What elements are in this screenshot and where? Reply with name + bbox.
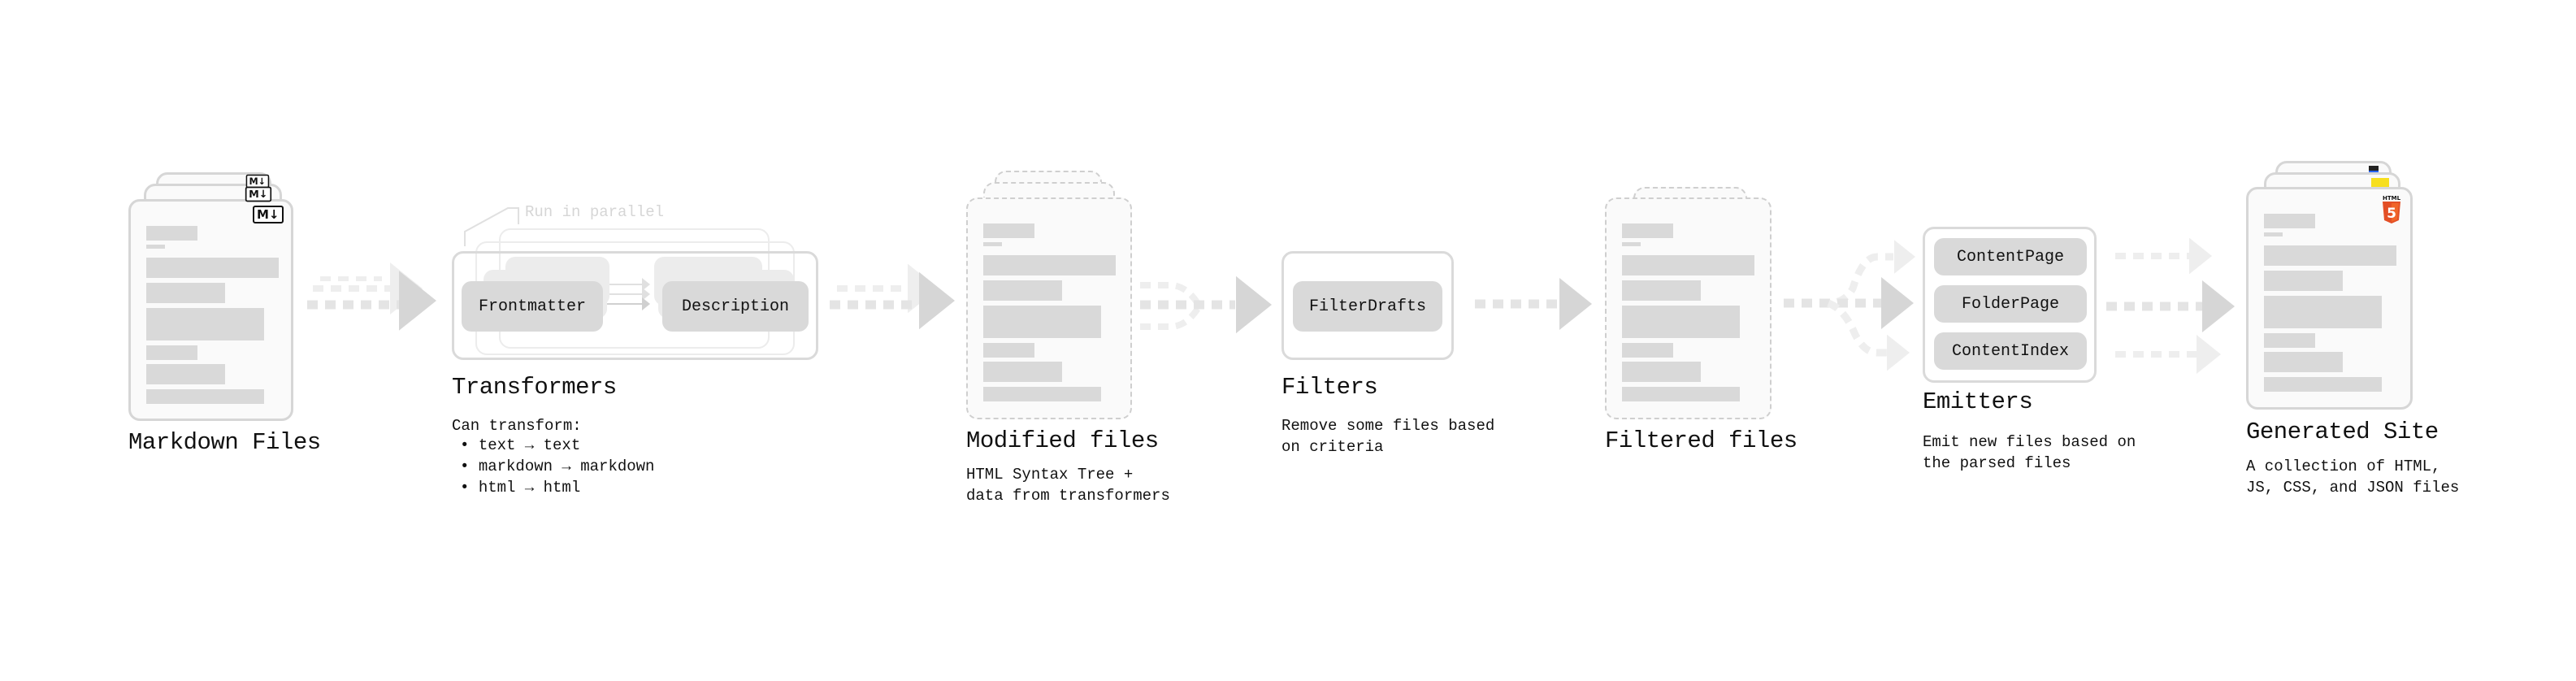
placeholder-line [2264, 271, 2343, 291]
plugin-contentindex[interactable]: ContentIndex [1934, 332, 2087, 370]
placeholder-line [146, 226, 197, 241]
filters-title: Filters [1281, 374, 1378, 401]
placeholder-line [2264, 232, 2283, 236]
filtered-files-title: Filtered files [1605, 427, 1798, 454]
arrow-head [1887, 334, 1910, 371]
arrow-head [2202, 280, 2235, 332]
placeholder-line [2264, 352, 2343, 372]
arrow-head [642, 297, 650, 310]
transform-item: • markdown → markdown [460, 458, 655, 475]
arrow-dashed-line [1140, 305, 1202, 330]
placeholder-line [146, 283, 225, 303]
markdown-files-title: Markdown Files [128, 429, 321, 456]
placeholder-line [983, 255, 1116, 275]
arrow-head [1559, 278, 1592, 330]
placeholder-line [1622, 255, 1754, 275]
transform-item-text: text → text [478, 436, 581, 454]
markdown-file [128, 199, 293, 421]
description-line: HTML Syntax Tree + [966, 466, 1134, 484]
plugin-contentpage[interactable]: ContentPage [1934, 238, 2087, 275]
placeholder-line [146, 258, 279, 278]
placeholder-line [146, 345, 197, 360]
arrow-dashed-line [1784, 253, 1893, 307]
description-line: Emit new files based on [1923, 433, 2136, 451]
transformers-description: Can transform: [452, 417, 582, 435]
arrow-head [2197, 335, 2221, 374]
placeholder-line [1622, 362, 1701, 382]
placeholder-line [1622, 223, 1673, 238]
placeholder-line [1622, 387, 1740, 401]
arrow-head [1236, 275, 1272, 334]
parallel-label: Run in parallel [525, 203, 665, 221]
parallel-bracket [464, 207, 519, 246]
placeholder-line [1622, 242, 1641, 246]
placeholder-line [983, 280, 1062, 301]
description-line: the parsed files [1923, 454, 2071, 472]
generated-site-title: Generated Site [2246, 419, 2439, 445]
description-line: on criteria [1281, 438, 1384, 456]
transform-item: • html → html [460, 479, 581, 497]
modified-files-title: Modified files [966, 427, 1159, 454]
transform-item: • text → text [460, 436, 581, 454]
placeholder-line [146, 364, 225, 384]
description-line: A collection of HTML, [2246, 458, 2441, 475]
html5-icon: HTML 5 [2382, 195, 2401, 228]
transform-item-text: html → html [478, 479, 581, 497]
placeholder-line [983, 242, 1002, 246]
placeholder-line [2264, 333, 2315, 348]
arrow-head [642, 278, 650, 291]
emitters-title: Emitters [1923, 388, 2033, 415]
placeholder-line [2264, 377, 2382, 392]
transform-item-text: markdown → markdown [478, 458, 655, 475]
arrow-head [1881, 277, 1914, 329]
transformers-box [452, 251, 818, 360]
filters-description: Remove some files based on criteria [1281, 415, 1494, 458]
js-icon [2371, 178, 2389, 189]
css-icon [2369, 166, 2379, 172]
markdown-icon: M↓ [245, 186, 271, 202]
arrow-head [642, 288, 650, 301]
description-line: JS, CSS, and JSON files [2246, 479, 2460, 497]
placeholder-line [983, 223, 1034, 238]
arrow-dashed-line [1827, 299, 1893, 357]
html5-label: HTML [2382, 195, 2401, 202]
html5-shield-icon: 5 [2383, 202, 2400, 223]
placeholder-line [983, 343, 1034, 358]
placeholder-line [983, 387, 1101, 401]
placeholder-line [2264, 296, 2382, 328]
arrow-head [2189, 237, 2212, 275]
html-file [2246, 187, 2413, 410]
filtered-file [1605, 197, 1772, 419]
markdown-icon: M↓ [253, 206, 284, 223]
placeholder-line [2264, 214, 2315, 228]
modified-files-description: HTML Syntax Tree + data from transformers [966, 464, 1170, 506]
arrow-head [1894, 240, 1915, 274]
placeholder-line [1622, 280, 1701, 301]
svg-text:5: 5 [2387, 206, 2396, 222]
placeholder-line [1622, 343, 1673, 358]
plugin-frontmatter[interactable]: Frontmatter [462, 281, 603, 332]
plugin-folderpage[interactable]: FolderPage [1934, 285, 2087, 323]
placeholder-line [146, 389, 264, 404]
emitters-description: Emit new files based on the parsed files [1923, 432, 2136, 474]
arrow-head [919, 271, 955, 330]
generated-site-description: A collection of HTML, JS, CSS, and JSON f… [2246, 456, 2459, 498]
modified-file [966, 197, 1132, 419]
placeholder-line [146, 308, 264, 340]
description-line: Remove some files based [1281, 417, 1495, 435]
plugin-filterdrafts[interactable]: FilterDrafts [1293, 281, 1442, 332]
placeholder-line [983, 362, 1062, 382]
placeholder-line [2264, 245, 2396, 266]
placeholder-line [983, 306, 1101, 338]
transformers-title: Transformers [452, 374, 617, 401]
description-line: data from transformers [966, 487, 1170, 505]
placeholder-line [1622, 306, 1740, 338]
arrow-head [399, 271, 436, 331]
plugin-description[interactable]: Description [662, 281, 809, 332]
placeholder-line [146, 245, 165, 249]
